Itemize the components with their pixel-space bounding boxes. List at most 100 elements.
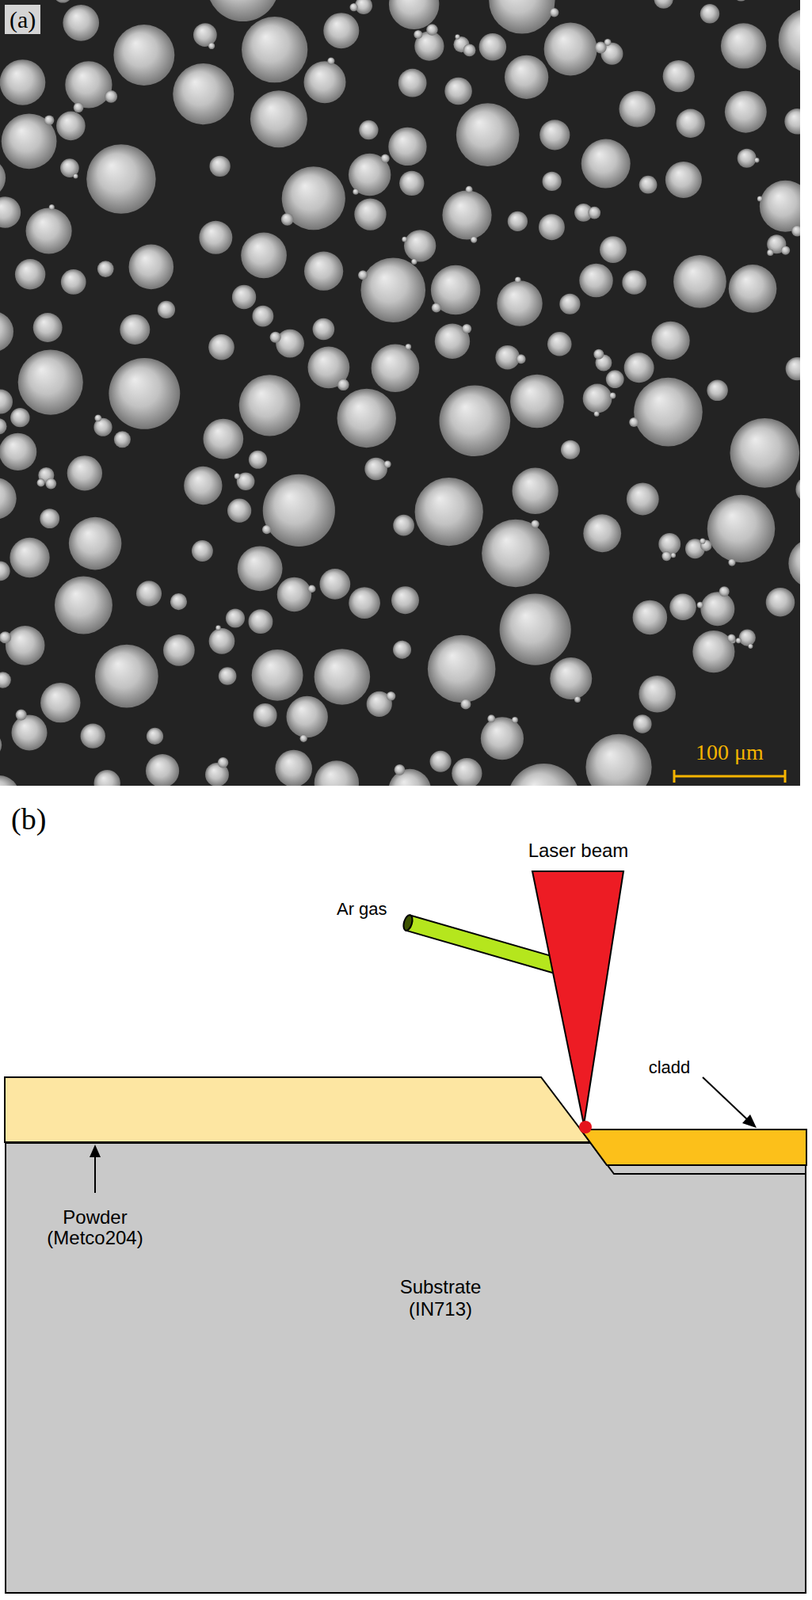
satellite-particle [94,414,102,422]
powder-label: Powder (Metco204) [46,1207,143,1250]
powder-particle [232,285,256,309]
powder-particle [784,108,801,134]
satellite-particle [514,276,522,283]
satellite-particle [511,716,519,724]
satellite-particle [394,764,406,776]
powder-particle [415,477,484,546]
powder-particle [198,221,233,255]
powder-particle [560,440,580,460]
powder-particle [209,628,236,655]
powder-particle [0,671,12,688]
leader-arrow [702,1077,757,1129]
satellite-particle [426,23,439,36]
powder-particle [206,0,279,22]
satellite-particle [49,204,55,210]
satellite-particle [719,586,730,597]
powder-particle [0,196,21,229]
powder-particle [251,305,274,328]
powder-particle [632,714,652,734]
satellite-particle [727,634,736,643]
powder-particle [18,349,84,415]
powder-particle [766,587,796,618]
powder-particle [53,0,73,4]
powder-particle [507,763,581,786]
powder-particle [707,495,776,564]
powder-particle [669,594,697,622]
satellite-particle [413,30,423,39]
powder-particle [511,468,558,515]
powder-particle [778,7,801,73]
powder-particle [0,389,13,415]
powder-particle [626,483,660,516]
satellite-particle [381,154,390,164]
powder-particle [354,198,386,230]
powder-particle [624,352,655,383]
laser-beam [532,871,624,1125]
powder-particle [33,312,63,343]
powder-particle [724,91,767,134]
satellite-particle [629,417,639,427]
powder-particle [392,640,412,660]
powder-particle [0,158,6,199]
satellite-particle [358,270,368,280]
satellite-particle [791,224,801,237]
satellite-particle [352,188,359,195]
powder-particle [68,517,122,571]
powder-particle [0,561,11,582]
powder-particle [583,384,613,414]
satellite-particle [73,102,84,113]
satellite-particle [754,157,759,163]
satellite-particle [299,735,307,743]
satellite-particle [262,525,272,535]
powder-particle [456,102,520,167]
gas-nozzle [401,914,566,976]
powder-particle [581,139,631,189]
satellite-particle [349,3,358,12]
powder-particle [108,358,180,430]
satellite-particle [411,259,417,265]
powder-particle [250,90,308,148]
powder-particle [700,3,720,23]
satellite-particle [549,7,559,17]
powder-particle [785,357,801,381]
leader-line [702,1077,748,1121]
gas-label: Ar gas [336,899,388,919]
powder-particle [728,264,778,313]
panel-label: (b) [11,803,46,837]
powder-particle [209,156,230,177]
powder-particle [544,22,598,76]
powder-particle [336,388,396,448]
powder-particle [113,24,175,86]
satellite-particle [208,42,215,50]
powder-particle [700,591,735,626]
powder-particle [0,775,20,786]
powder-particle [632,600,668,636]
powder-particle [0,59,46,106]
powder-particle [11,714,47,751]
powder-particle [0,477,17,519]
powder-particle [444,77,473,106]
satellite-particle [215,625,222,631]
powder-particle [248,609,274,634]
powder-particle [40,682,81,723]
satellite-particle [327,57,335,65]
powder-particle [653,0,673,9]
powder-particle [495,345,520,370]
powder-particle [5,625,46,666]
satellite-particle [574,696,581,703]
powder-particle [157,301,176,319]
powder-particle [358,120,378,140]
powder-particle [119,314,150,345]
satellite-particle [465,186,473,194]
powder-particle [312,318,336,341]
powder-particle [759,180,801,233]
powder-particle [208,334,235,361]
powder-particle [253,703,278,728]
powder-particle [583,514,622,553]
powder-particle [633,377,703,447]
powder-particle [172,63,234,125]
satellite-particle [308,584,317,593]
powder-particle [277,577,312,612]
satellite-particle [454,34,460,39]
satellite-particle [766,249,774,256]
